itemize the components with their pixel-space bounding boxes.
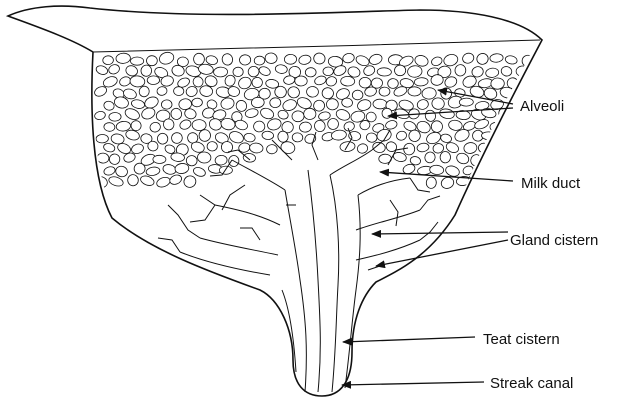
alveolus [487,177,500,189]
label-gland-cistern: Gland cistern [510,232,598,249]
alveolus [193,53,204,65]
alveolus [153,155,166,163]
alveolus [146,56,157,66]
alveolus [109,112,121,121]
alveolus [459,98,473,106]
alveolus [408,87,421,96]
alveolus [441,88,452,100]
alveolus [352,90,363,100]
alveolus [373,99,387,109]
alveolus [306,86,318,97]
alveolus [131,57,144,65]
alveolus [295,76,308,86]
alveolus [379,87,390,96]
alveolus [219,166,232,174]
alveolus [323,67,334,76]
alveolus [103,56,114,65]
alveolus [519,120,533,133]
alveolus [522,77,536,86]
alveolus [440,151,451,163]
alveolus [508,162,522,175]
alveolus [377,68,391,77]
alveolus [266,144,277,154]
alveolus [529,154,543,165]
alveolus [104,122,116,131]
alveolus [96,134,109,143]
alveolus [387,78,398,89]
alveolus [484,153,497,163]
alveolus [521,144,534,157]
arrow-teat-cistern [343,337,475,342]
alveolus [233,67,244,77]
alveolus [512,154,527,166]
arrow-streak-canal [342,382,484,385]
alveolus [161,100,172,110]
alveolus [491,142,504,154]
label-alveoli: Alveoli [520,98,564,115]
alveolus [498,131,512,143]
alveolus [505,143,519,157]
alveolus [529,132,541,142]
alveolus [173,86,184,95]
alveolus [493,166,506,175]
alveolus [326,98,338,110]
alveolus [517,84,531,98]
alveolus [147,76,160,85]
alveolus [213,67,227,78]
alveolus [499,153,514,165]
label-milk-duct: Milk duct [521,175,581,192]
alveolus [269,97,281,108]
alveolus [395,65,406,76]
alveolus [341,76,355,86]
alveolus [504,118,519,131]
alveolus [284,54,297,64]
alveolus [292,133,303,143]
alveolus [207,142,217,152]
alveolus [533,86,545,99]
alveolus [305,67,316,77]
alveolus [502,174,513,185]
alveolus [292,111,304,122]
alveolus [478,162,491,174]
label-teat-cistern: Teat cistern [483,331,560,348]
label-streak-canal: Streak canal [490,375,573,392]
alveolus [515,131,530,142]
alveolus [254,56,265,65]
alveolus [192,119,207,131]
alveolus [431,121,443,133]
alveolus [359,77,371,88]
